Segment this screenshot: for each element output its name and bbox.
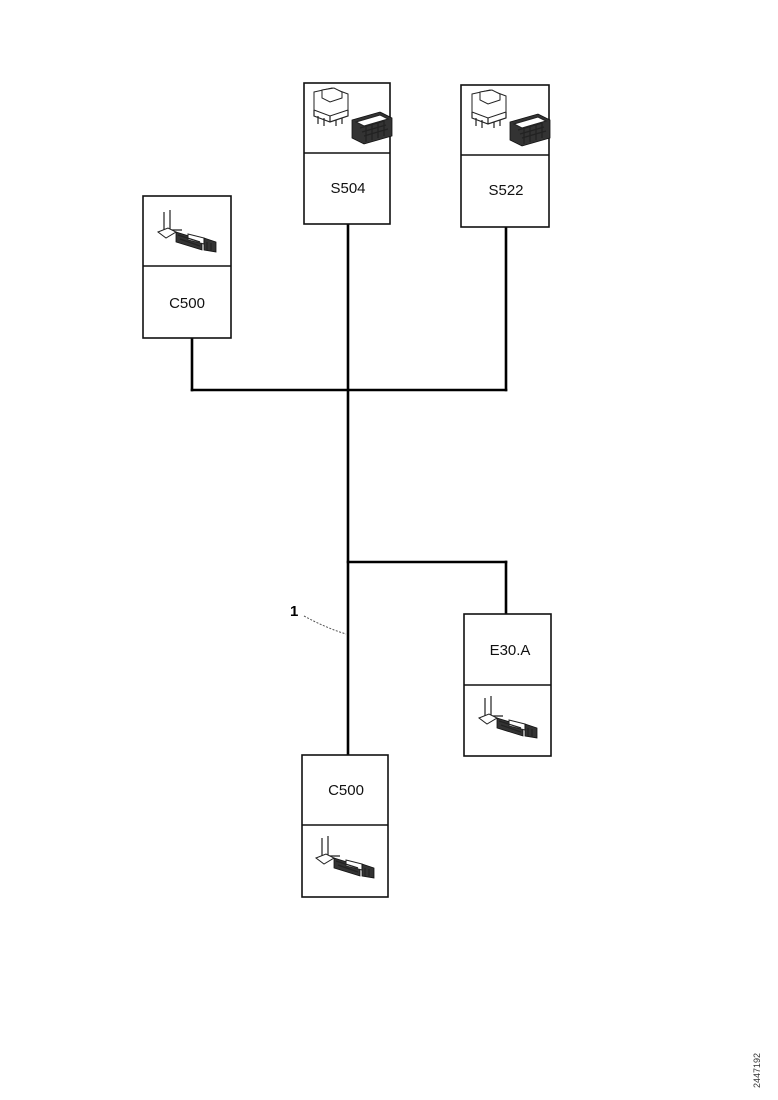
component-e30a[interactable]: E30.A <box>463 613 552 757</box>
component-label: S504 <box>330 180 365 197</box>
component-frame <box>301 754 389 898</box>
component-c500-bottom[interactable]: C500 <box>301 754 389 898</box>
callout-1: 1 <box>290 603 347 635</box>
component-label: E30.A <box>490 642 531 659</box>
reference-code: 2447192 <box>752 1053 762 1088</box>
wire-harness <box>190 222 508 757</box>
component-s504[interactable]: S504 <box>303 82 393 225</box>
component-label: C500 <box>328 782 364 799</box>
component-label: S522 <box>488 182 523 199</box>
component-c500-top[interactable]: C500 <box>142 195 232 339</box>
callout-number: 1 <box>290 603 298 620</box>
callout-leader-line <box>303 615 347 635</box>
component-s522[interactable]: S522 <box>460 84 551 228</box>
component-frame <box>142 195 232 339</box>
component-label: C500 <box>169 295 205 312</box>
